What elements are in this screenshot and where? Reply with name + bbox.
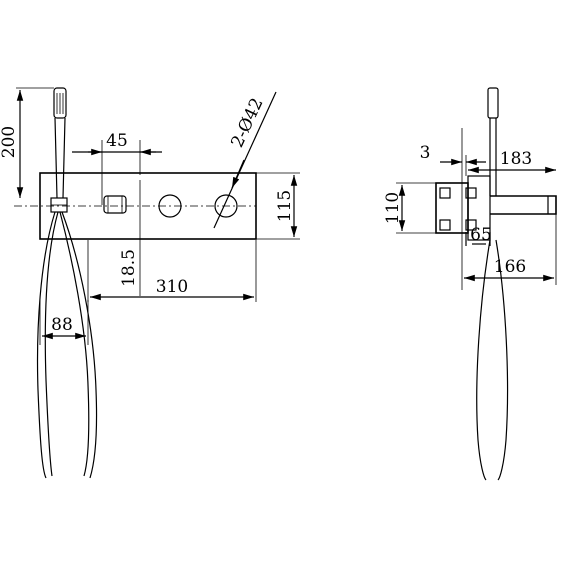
dim-handshower-height: 200 [0, 126, 19, 158]
dim-spout-length: 183 [500, 149, 532, 169]
front-panel [39, 172, 257, 240]
front-view: 200 45 2-Ø42 115 18.5 310 88 [0, 87, 300, 479]
side-hose [476, 239, 509, 481]
dim-center-offset: 18.5 [119, 249, 139, 287]
side-spout [490, 195, 557, 215]
dim-body-depth: 65 [470, 225, 492, 245]
dim-hose-offset: 88 [51, 315, 73, 335]
side-handshower [487, 87, 499, 196]
dim-valve-spacing: 45 [106, 131, 128, 151]
dim-panel-height: 115 [275, 190, 295, 222]
side-view: 3 183 110 65 166 [383, 87, 557, 481]
shower-hose [36, 211, 98, 479]
dim-panel-width: 310 [156, 277, 188, 297]
dim-wall-gap: 3 [420, 143, 431, 163]
dim-spout-reach: 166 [494, 257, 526, 277]
side-body [435, 182, 469, 234]
control-knob-right [214, 194, 238, 218]
dim-body-height: 110 [383, 192, 403, 224]
diverter-button [103, 195, 127, 214]
handshower [50, 87, 68, 213]
